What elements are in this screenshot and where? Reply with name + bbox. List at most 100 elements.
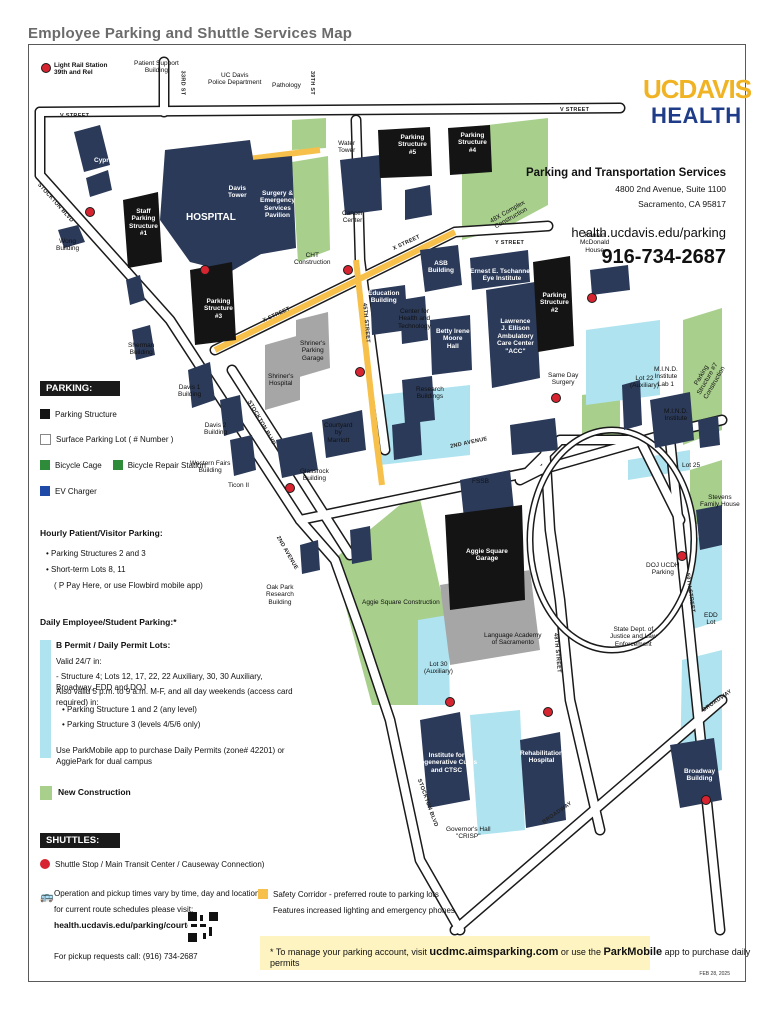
permit-5-text: Parking Structure 3 (levels 4/5/6 only) xyxy=(67,720,201,729)
org-phone: 916-734-2687 xyxy=(601,246,726,268)
legend-structure-label: Parking Structure xyxy=(55,409,117,419)
note-middle: or use the xyxy=(558,947,604,957)
note-text: * To manage your parking account, visit … xyxy=(270,946,768,968)
ev-charger-icon xyxy=(40,486,50,496)
label-hospital: HOSPITAL xyxy=(186,212,236,223)
green-pathology xyxy=(292,118,326,150)
page-title: Employee Parking and Shuttle Services Ma… xyxy=(28,25,353,42)
legend-ev-label: EV Charger xyxy=(55,486,97,496)
street-y: Y STREET xyxy=(495,240,525,246)
pickup: For pickup requests call: (916) 734-2687 xyxy=(54,952,198,961)
legend-shuttle-label: Shuttle Stop / Main Transit Center / Cau… xyxy=(55,859,265,869)
daily-heading: Daily Employee/Student Parking:* xyxy=(40,617,177,627)
permit-heading: B Permit / Daily Permit Lots: xyxy=(56,640,171,650)
label-aggie-construction: Aggie Square Construction xyxy=(362,599,440,606)
qr-code-icon[interactable] xyxy=(188,912,218,942)
legend-bike-repair-label: Bicycle Repair Station xyxy=(127,460,206,470)
shuttle-stops xyxy=(41,63,711,805)
hourly-heading: Hourly Patient/Visitor Parking: xyxy=(40,528,163,538)
hourly-1-text: Parking Structures 2 and 3 xyxy=(51,549,146,558)
operation-2: for current route schedules please visit… xyxy=(54,905,194,914)
permit-1: Valid 24/7 in: xyxy=(56,657,102,666)
org-website[interactable]: health.ucdavis.edu/parking xyxy=(571,225,726,240)
legend-safety-2: Features increased lighting and emergenc… xyxy=(273,906,455,915)
new-construction-label: New Construction xyxy=(58,787,131,797)
hourly-2: • Short-term Lots 8, 11 xyxy=(46,565,126,574)
org-name: Parking and Transportation Services xyxy=(525,167,726,179)
track xyxy=(526,426,698,654)
note-url[interactable]: ucdmc.aimsparking.com xyxy=(429,946,559,958)
note-suffix: app to purchase daily permits xyxy=(270,947,751,968)
hourly-2-text: Short-term Lots 8, 11 xyxy=(51,565,126,574)
permit-4-text: Parking Structure 1 and 2 (any level) xyxy=(67,705,197,714)
permit-6: Use ParkMobile app to purchase Daily Per… xyxy=(56,746,285,767)
ucdavis-logo: UCDAVIS xyxy=(643,74,752,104)
parking-structures xyxy=(123,125,574,610)
label-ticon: Ticon II xyxy=(228,482,250,489)
label-lot22: Lot 22(Auxiliary) xyxy=(630,375,659,390)
new-construction-swatch xyxy=(40,786,52,800)
map-frame xyxy=(28,44,746,982)
permit-5: • Parking Structure 3 (levels 4/5/6 only… xyxy=(62,720,201,729)
legend-ev: EV Charger xyxy=(40,486,97,496)
bike-repair-icon xyxy=(112,460,123,470)
label-pathology: Pathology xyxy=(272,82,301,89)
street-v2: V STREET xyxy=(560,107,590,113)
note-prefix: * To manage your parking account, visit xyxy=(270,947,430,957)
safety-corridor-swatch xyxy=(258,889,268,899)
ps5 xyxy=(378,127,432,178)
legend-surface: Surface Parking Lot ( # Number ) xyxy=(40,434,173,445)
note-box xyxy=(260,936,650,970)
ps3 xyxy=(190,262,236,345)
label-governors: Governor's Hall"CRISP" xyxy=(446,826,491,841)
hourly-3: ( P Pay Here, or use Flowbird mobile app… xyxy=(54,581,203,590)
ps2 xyxy=(533,256,574,352)
label-lot25: Lot 25 xyxy=(682,462,701,469)
green-ps7 xyxy=(683,308,722,445)
shuttle-stop-icon xyxy=(40,859,50,869)
permit-4: • Parking Structure 1 and 2 (any level) xyxy=(62,705,197,714)
label-fssb: FSSB xyxy=(472,478,489,485)
structure-swatch xyxy=(40,409,50,419)
ps1 xyxy=(123,192,162,268)
bike-cage-icon xyxy=(40,460,50,470)
legend-bike: Bicycle Cage Bicycle Repair Station xyxy=(40,460,206,470)
ps4 xyxy=(448,125,492,175)
note-app: ParkMobile xyxy=(603,946,663,958)
operation-3[interactable]: health.ucdavis.edu/parking/courtesy xyxy=(54,920,202,930)
label-mind2: M.I.N.D.Institute xyxy=(664,408,688,423)
